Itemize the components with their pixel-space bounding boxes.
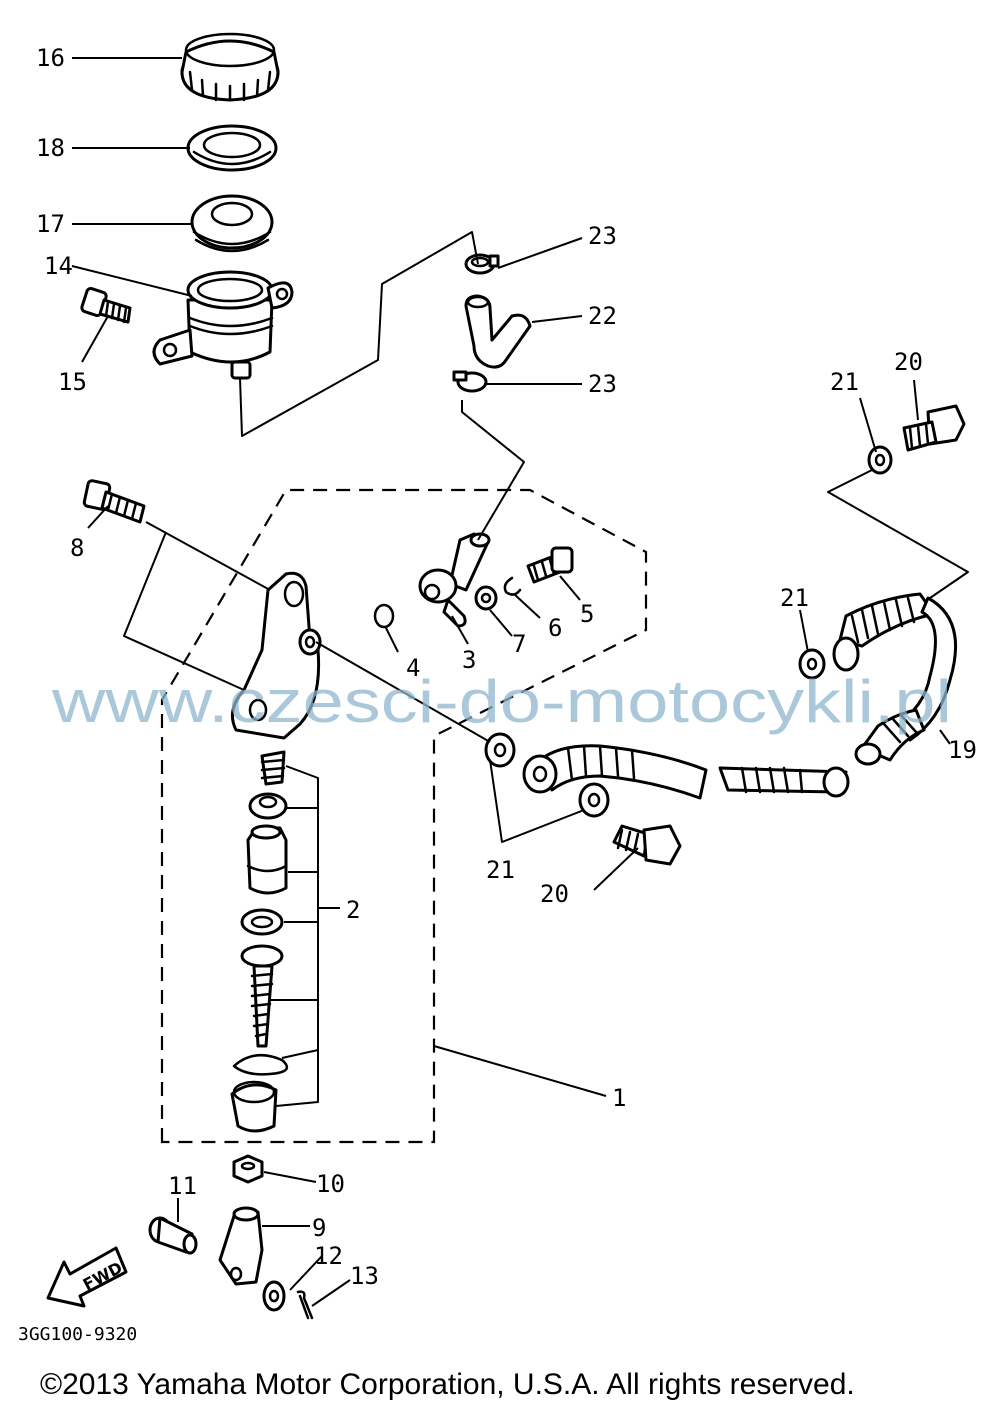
- union-bolt-lower: [612, 824, 682, 866]
- callout-18: 18: [36, 134, 65, 162]
- leader-lines: [71, 57, 969, 1307]
- callout-19: 19: [948, 736, 977, 764]
- reservoir-bolt: [80, 287, 132, 324]
- callout-11: 11: [168, 1172, 197, 1200]
- callout-2: 2: [346, 896, 360, 924]
- callout-5: 5: [580, 600, 594, 628]
- callout-12: 12: [314, 1242, 343, 1270]
- callout-20-lower: 20: [540, 880, 569, 908]
- hose-clamp-upper: [464, 253, 500, 275]
- master-cylinder-bolt: [82, 479, 146, 524]
- callout-9: 9: [312, 1214, 326, 1242]
- reservoir-tank: [152, 270, 294, 380]
- reservoir-cap: [180, 32, 280, 102]
- forward-arrow-icon: FWD: [46, 1246, 128, 1308]
- diaphragm-plate: [186, 124, 278, 172]
- callout-17: 17: [36, 210, 65, 238]
- copper-washer-lower: [578, 782, 610, 818]
- callout-22: 22: [588, 302, 617, 330]
- joint-circlip: [503, 576, 522, 596]
- callout-4: 4: [406, 654, 420, 682]
- reservoir-hose: [464, 294, 532, 369]
- copper-washer-mid: [798, 648, 826, 680]
- cotter-pin: [296, 1290, 314, 1320]
- callout-3: 3: [462, 646, 476, 674]
- callout-10: 10: [316, 1170, 345, 1198]
- diagram-code: 3GG100-9320: [18, 1324, 137, 1345]
- clevis: [218, 1206, 264, 1286]
- callout-20-upper: 20: [894, 348, 923, 376]
- clevis-pin: [148, 1216, 198, 1255]
- callout-21-upper: 21: [830, 368, 859, 396]
- watermark: www.czesci-do-motocykli.pl: [51, 668, 952, 735]
- locknut: [232, 1154, 264, 1184]
- brake-hose: [522, 592, 958, 800]
- master-cylinder-body: [230, 571, 322, 740]
- assembly-boundary: [160, 488, 648, 1144]
- hose-joint: [418, 532, 491, 628]
- union-bolt-upper: [902, 404, 966, 452]
- callout-16: 16: [36, 44, 65, 72]
- diaphragm: [190, 194, 274, 253]
- callout-14: 14: [44, 252, 73, 280]
- joint-bolt: [526, 546, 574, 584]
- callout-1: 1: [612, 1084, 626, 1112]
- hose-clamp-lower: [452, 370, 488, 393]
- piston-kit: [230, 750, 289, 1133]
- callout-13: 13: [350, 1262, 379, 1290]
- callout-8: 8: [70, 534, 84, 562]
- callout-7: 7: [512, 630, 526, 658]
- copper-washer-left: [484, 732, 516, 768]
- callout-21-lower: 21: [486, 856, 515, 884]
- callout-labels: 16 18 17 14 15 23 22 23 21 20 21 19 8 4 …: [36, 44, 977, 1290]
- callout-23-lower: 23: [588, 370, 617, 398]
- copyright-notice: ©2013 Yamaha Motor Corporation, U.S.A. A…: [40, 1368, 855, 1401]
- copper-washer-upper: [867, 445, 893, 475]
- joint-o-ring: [474, 585, 498, 611]
- callout-6: 6: [548, 614, 562, 642]
- callout-21-mid: 21: [780, 584, 809, 612]
- callout-23-upper: 23: [588, 222, 617, 250]
- plain-washer: [262, 1280, 286, 1312]
- oring-small: [373, 603, 395, 629]
- callout-15: 15: [58, 368, 87, 396]
